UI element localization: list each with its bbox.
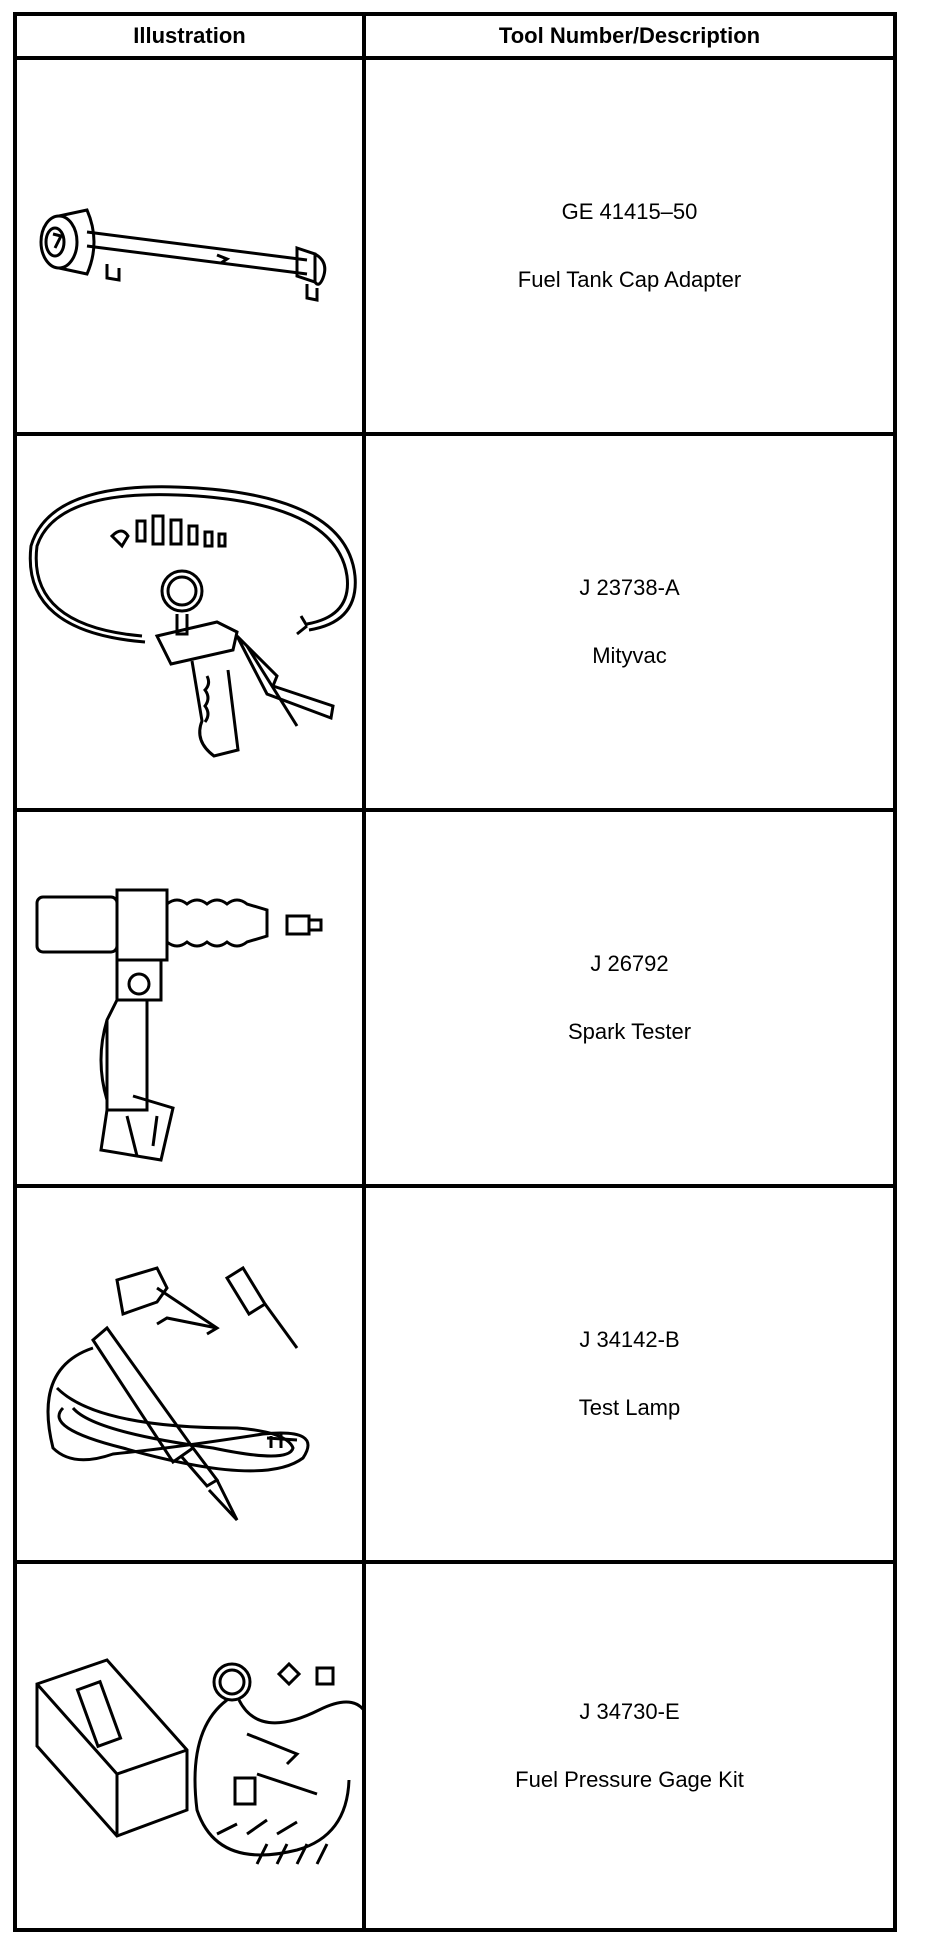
table-row: J 34142-B Test Lamp	[17, 1188, 893, 1564]
tool-description: GE 41415–50 Fuel Tank Cap Adapter	[366, 60, 893, 432]
tool-name: Spark Tester	[567, 1019, 692, 1044]
tool-number: J 34142-B	[579, 1327, 680, 1352]
tool-name: Test Lamp	[578, 1395, 681, 1420]
fuel-pressure-gage-kit-icon	[17, 1564, 362, 1928]
tool-name: Mityvac	[592, 643, 667, 668]
tool-description: J 34142-B Test Lamp	[366, 1188, 893, 1560]
test-lamp-icon	[17, 1188, 362, 1560]
tool-description: J 23738-A Mityvac	[366, 436, 893, 808]
tool-number: J 26792	[590, 951, 669, 976]
tool-number: J 34730-E	[579, 1699, 680, 1724]
tool-name: Fuel Pressure Gage Kit	[515, 1767, 744, 1792]
fuel-tank-cap-adapter-icon	[17, 60, 362, 432]
tool-description: J 34730-E Fuel Pressure Gage Kit	[366, 1564, 893, 1928]
tool-number: GE 41415–50	[561, 199, 698, 224]
table-row: J 23738-A Mityvac	[17, 436, 893, 812]
mityvac-vacuum-pump-icon	[17, 436, 362, 808]
table-row: J 26792 Spark Tester	[17, 812, 893, 1188]
tool-number: J 23738-A	[579, 575, 680, 600]
header-description: Tool Number/Description	[498, 23, 761, 48]
tools-table: Illustration Tool Number/Description GE …	[13, 12, 897, 1932]
tool-name: Fuel Tank Cap Adapter	[517, 267, 742, 292]
table-row: GE 41415–50 Fuel Tank Cap Adapter	[17, 60, 893, 436]
tool-description: J 26792 Spark Tester	[366, 812, 893, 1184]
table-row: J 34730-E Fuel Pressure Gage Kit	[17, 1564, 893, 1928]
column-divider	[362, 16, 366, 1928]
table-header: Illustration Tool Number/Description	[17, 16, 893, 60]
spark-tester-icon	[17, 812, 362, 1184]
header-illustration: Illustration	[133, 23, 246, 48]
